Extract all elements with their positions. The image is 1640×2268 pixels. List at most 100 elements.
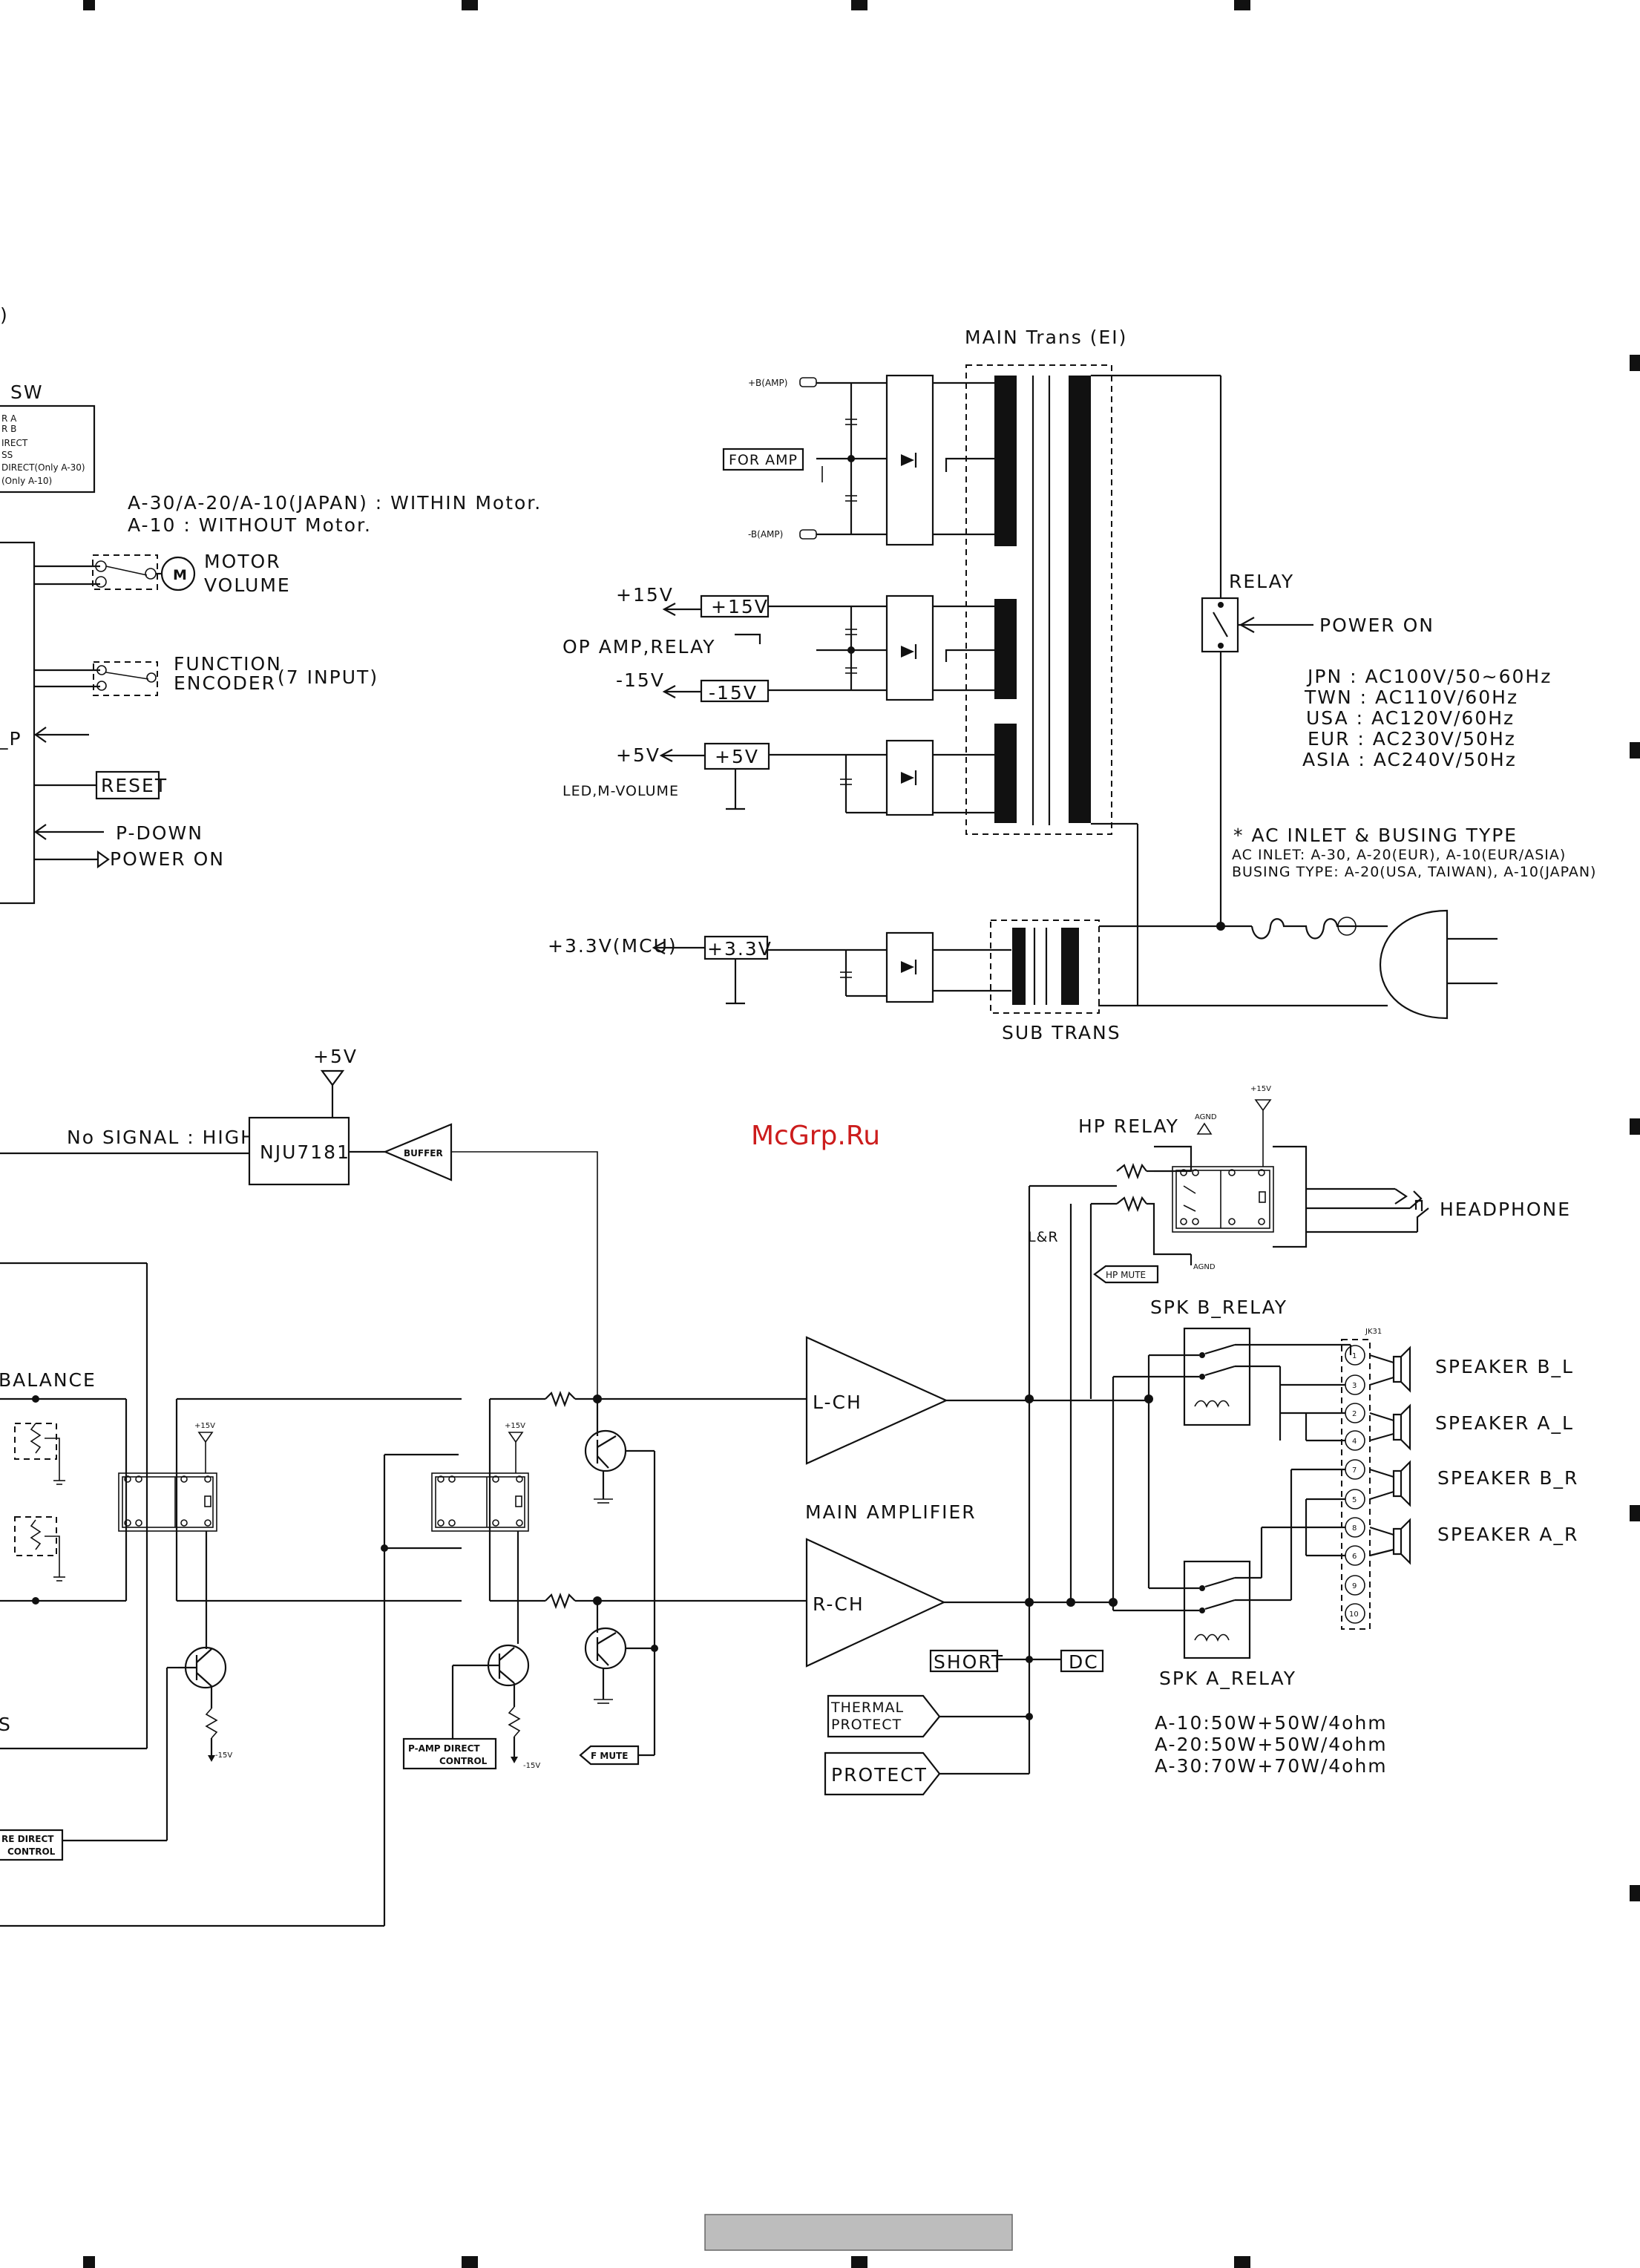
- plus5-reg-box: [703, 742, 770, 770]
- speaker-al-label: SPEAKER A_L: [1435, 1412, 1574, 1434]
- headphone-jack-icon: [1414, 1199, 1423, 1211]
- p-down-label: P-DOWN: [116, 822, 203, 844]
- paren-text: ): [0, 304, 9, 326]
- plus15-reg-label: +15V: [711, 596, 769, 617]
- registration-marks: [83, 0, 1640, 2268]
- motor-note-2: A-10 : WITHOUT Motor.: [128, 514, 372, 536]
- spk-a-relay-label: SPK A_RELAY: [1159, 1668, 1296, 1689]
- rch-amplifier-triangle: [805, 1538, 946, 1668]
- voltage-asia: ASIA : AC240V/50Hz: [1302, 749, 1517, 770]
- bridge-rectifier: [885, 739, 934, 816]
- sw-title: SW: [10, 381, 44, 403]
- voltage-eur: EUR : AC230V/50Hz: [1308, 728, 1516, 750]
- jk31-label: JK31: [1365, 1328, 1382, 1336]
- jk31-connector: JK31 1 3 2 4 7 5 8 6 9 10: [1260, 1328, 1382, 1630]
- thermal-label: PROTECT: [831, 1717, 902, 1733]
- dc-label: DC: [1069, 1651, 1099, 1673]
- s-partial-label: S: [0, 1714, 12, 1735]
- seven-input-label: (7 INPUT): [278, 666, 378, 688]
- mcu-block: [0, 541, 36, 905]
- motor-volume-label: VOLUME: [204, 574, 291, 596]
- sw-item: IRECT: [1, 438, 28, 448]
- p-partial-label: _P: [0, 728, 22, 750]
- ac-inlet-title: * AC INLET & BUSING TYPE: [1233, 825, 1518, 846]
- speaker-icon: [1392, 1518, 1411, 1565]
- sub-trans-label: SUB TRANS: [1002, 1022, 1121, 1043]
- balance-label: BALANCE: [0, 1369, 96, 1391]
- f-mute-box: [579, 1745, 640, 1766]
- motor-note-1: A-30/A-20/A-10(JAPAN) : WITHIN Motor.: [128, 492, 542, 514]
- power-on-left-label: POWER ON: [110, 848, 225, 870]
- sw-item: R B: [1, 424, 16, 434]
- bridge-rectifier: [885, 594, 934, 701]
- p-amp-direct-box: [402, 1737, 497, 1770]
- plus5-top-label: +5V: [313, 1046, 358, 1067]
- relay-label: RELAY: [1229, 571, 1294, 592]
- agnd-label: AGND: [1195, 1113, 1217, 1121]
- voltage-jpn: JPN : AC100V/50~60Hz: [1306, 666, 1552, 687]
- busing-line: BUSING TYPE: A-20(USA, TAIWAN), A-10(JAP…: [1232, 864, 1596, 880]
- mute-detect-section: +5V No SIGNAL : HIGH NJU7181 BUFFER McGr…: [0, 1046, 880, 1401]
- voltage-list: JPN : AC100V/50~60Hz TWN : AC110V/60Hz U…: [1302, 666, 1552, 770]
- speaker-icon: [1392, 1460, 1411, 1507]
- sw-item: DIRECT(Only A-30): [1, 462, 85, 473]
- power-spec: A-20:50W+50W/4ohm: [1155, 1734, 1388, 1755]
- pin-label: 6: [1352, 1553, 1357, 1561]
- for-amp-section: +B(AMP) -B(AMP) FOR AMP: [722, 374, 994, 546]
- lr-label: L&R: [1028, 1229, 1059, 1245]
- speaker-icon: [1392, 1346, 1411, 1393]
- led-mvol-label: LED,M-VOLUME: [562, 783, 679, 799]
- function-encoder-label: ENCODER: [174, 672, 276, 694]
- plus15-hp-label: +15V: [1250, 1085, 1271, 1093]
- for-amp-label: FOR AMP: [729, 452, 798, 468]
- plus33-out-label: +3.3V(MCU): [548, 935, 678, 957]
- speaker-icons: SPEAKER B_L SPEAKER A_L SPEAKER B_R SPEA…: [1369, 1346, 1578, 1565]
- speaker-br-label: SPEAKER B_R: [1437, 1467, 1578, 1489]
- headphone-label: HEADPHONE: [1440, 1199, 1571, 1220]
- watermark: McGrp.Ru: [751, 1121, 880, 1151]
- nju7181-label: NJU7181: [260, 1141, 350, 1163]
- lch-label: L-CH: [813, 1392, 862, 1413]
- voltage-usa: USA : AC120V/60Hz: [1306, 707, 1515, 729]
- sw-item: SS: [1, 450, 13, 460]
- motor-volume-group: M MOTOR VOLUME: [34, 551, 291, 596]
- short-label: SHORT: [934, 1651, 1004, 1673]
- plus5-out-label: +5V: [616, 744, 660, 766]
- plus5-section: +5V +5V LED,M-VOLUME: [562, 739, 994, 816]
- no-signal-label: No SIGNAL : HIGH: [67, 1127, 256, 1148]
- main-amplifier: L-CH R-CH MAIN AMPLIFIER A-10:50W+50W/4o…: [805, 1204, 1388, 1777]
- spk-b-relay: SPK B_RELAY: [1113, 1297, 1351, 1441]
- main-trans-outline: [965, 364, 1112, 835]
- reset-label: RESET: [101, 775, 168, 796]
- function-encoder-label: FUNCTION: [174, 653, 282, 675]
- sw-box: [0, 404, 96, 494]
- footer-bar: [704, 2214, 1013, 2251]
- for-amp-box: [722, 448, 804, 471]
- ac-inlet-section: RELAY POWER ON: [1091, 374, 1498, 1020]
- pin-label: 10: [1349, 1610, 1359, 1619]
- speaker-ar-label: SPEAKER A_R: [1437, 1524, 1578, 1545]
- sw-item: (Only A-10): [1, 476, 52, 486]
- pin-label: 3: [1352, 1382, 1357, 1390]
- lch-amplifier-triangle: [805, 1336, 948, 1465]
- protection-section: SHORT DC THERMAL PROTECT PROTECT: [824, 1649, 1104, 1796]
- hp-relay-section: HP RELAY AGND +15V HEADPHONE L&R: [1028, 1085, 1571, 1399]
- agnd-label-2: AGND: [1193, 1263, 1216, 1271]
- speaker-icon: [1392, 1403, 1411, 1451]
- sw-item: R A: [1, 413, 17, 424]
- rch-label: R-CH: [813, 1593, 865, 1615]
- minus15-reg-box: [700, 679, 770, 703]
- short-box: [929, 1649, 999, 1673]
- input-stage: BALANCE +15V: [0, 1262, 545, 1927]
- ac-inlet-line: AC INLET: A-30, A-20(EUR), A-10(EUR/ASIA…: [1232, 847, 1566, 863]
- p-amp-direct-label: CONTROL: [439, 1756, 488, 1766]
- op-amp-relay-label: OP AMP,RELAY: [562, 636, 716, 658]
- motor-icon: [160, 556, 196, 591]
- buffer-label: BUFFER: [404, 1148, 443, 1158]
- pin-label: 4: [1352, 1438, 1357, 1446]
- sub-trans-outline: [990, 920, 1100, 1014]
- function-encoder-group: FUNCTION ENCODER (7 INPUT): [34, 653, 378, 696]
- plus15-reg-box: [700, 594, 770, 618]
- thermal-protect-box: [827, 1694, 941, 1738]
- plus15-label: +15V: [194, 1422, 215, 1430]
